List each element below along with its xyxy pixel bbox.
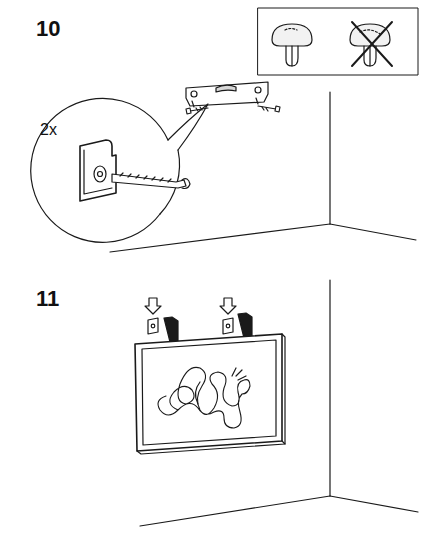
step-number: 11 xyxy=(36,288,59,310)
detail-callout xyxy=(31,98,208,242)
quantity-label: 2x xyxy=(40,122,57,138)
spirit-level-rail xyxy=(186,82,268,107)
step-number: 10 xyxy=(36,18,60,40)
picture-frame xyxy=(135,334,285,454)
hanging-hooks xyxy=(145,298,252,342)
info-inset xyxy=(258,8,418,75)
